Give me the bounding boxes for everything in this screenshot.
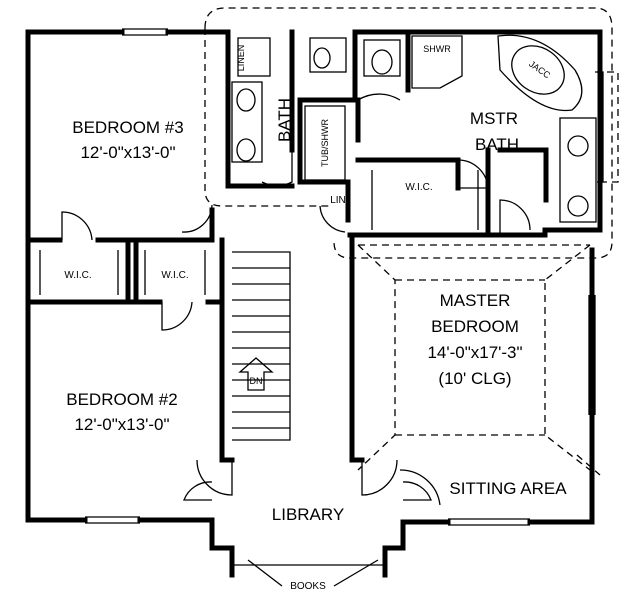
master-bath-line2: BATH [475, 135, 519, 154]
stair [232, 251, 291, 441]
master-bedroom-line2: BEDROOM [431, 317, 519, 336]
bedroom3-name: BEDROOM #3 [72, 118, 183, 137]
bath-label: BATH [275, 98, 294, 142]
dashed-ceiling-outline [204, 7, 619, 476]
exterior-walls [25, 29, 603, 578]
books-label: BOOKS [290, 581, 326, 592]
linen-label: LINEN [236, 45, 246, 72]
master-bedroom-ceiling: (10' CLG) [438, 369, 511, 388]
master-wic-label: W.I.C. [405, 182, 432, 193]
wic-left-label: W.I.C. [64, 270, 91, 281]
room-labels: BEDROOM #3 12'-0"x13'-0" BEDROOM #2 12'-… [64, 44, 567, 592]
bedroom3-size: 12'-0"x13'-0" [80, 143, 175, 162]
shower-label: SHWR [423, 44, 451, 54]
door-swings [61, 93, 531, 506]
master-bedroom-size: 14'-0"x17'-3" [427, 343, 522, 362]
master-bath-line1: MSTR [470, 109, 518, 128]
bedroom2-size: 12'-0"x13'-0" [74, 415, 169, 434]
windows [85, 28, 604, 526]
lin-small-label: LIN [330, 195, 346, 206]
books-leader-lines [247, 559, 379, 587]
closet-details [39, 170, 479, 295]
library-label: LIBRARY [272, 505, 344, 524]
sitting-area-label: SITTING AREA [449, 479, 567, 498]
master-bedroom-line1: MASTER [440, 291, 511, 310]
wic-right-label: W.I.C. [161, 270, 188, 281]
interior-walls [25, 29, 549, 463]
bedroom2-name: BEDROOM #2 [66, 390, 177, 409]
fixtures [231, 34, 597, 223]
tub-shower-label: TUB/SHWR [320, 119, 330, 167]
stair-down-label: DN [250, 376, 263, 386]
